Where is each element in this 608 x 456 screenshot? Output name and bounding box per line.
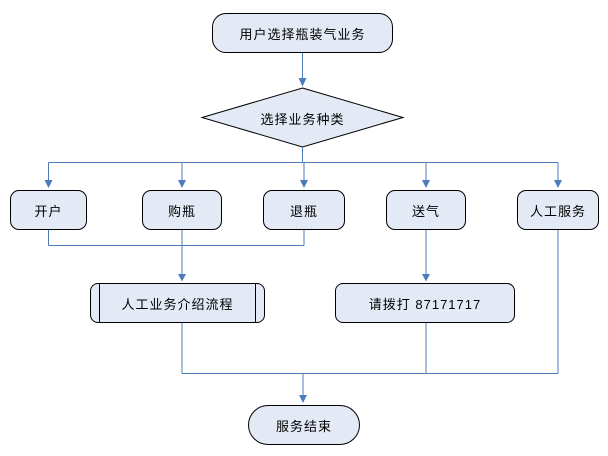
start-node: 用户选择瓶装气业务 <box>212 13 393 53</box>
arrowhead-icon <box>178 180 186 188</box>
arrowhead-icon <box>422 274 430 282</box>
branch-manual-service: 人工服务 <box>517 190 599 230</box>
arrowhead-icon <box>300 180 308 188</box>
arrowhead-icon <box>178 274 186 282</box>
branch-open-account: 开户 <box>10 190 87 230</box>
call-number-node: 请拨打 87171717 <box>335 283 515 323</box>
decision-node-label: 选择业务种类 <box>260 111 345 127</box>
arrowhead-icon <box>298 78 307 87</box>
arrowhead-icon <box>299 395 307 403</box>
branch-buy-bottle: 购瓶 <box>142 190 222 230</box>
branch-deliver-gas: 送气 <box>386 190 466 230</box>
end-node: 服务结束 <box>248 405 360 445</box>
predefined-process-bar <box>99 284 100 322</box>
arrowhead-icon <box>422 180 430 188</box>
branch-return-bottle: 退瓶 <box>263 190 345 230</box>
arrowhead-icon <box>44 180 53 188</box>
manual-process-node: 人工业务介绍流程 <box>90 283 265 323</box>
arrowhead-icon <box>554 180 562 188</box>
manual-process-label: 人工业务介绍流程 <box>121 296 234 312</box>
predefined-process-bar <box>255 284 256 322</box>
